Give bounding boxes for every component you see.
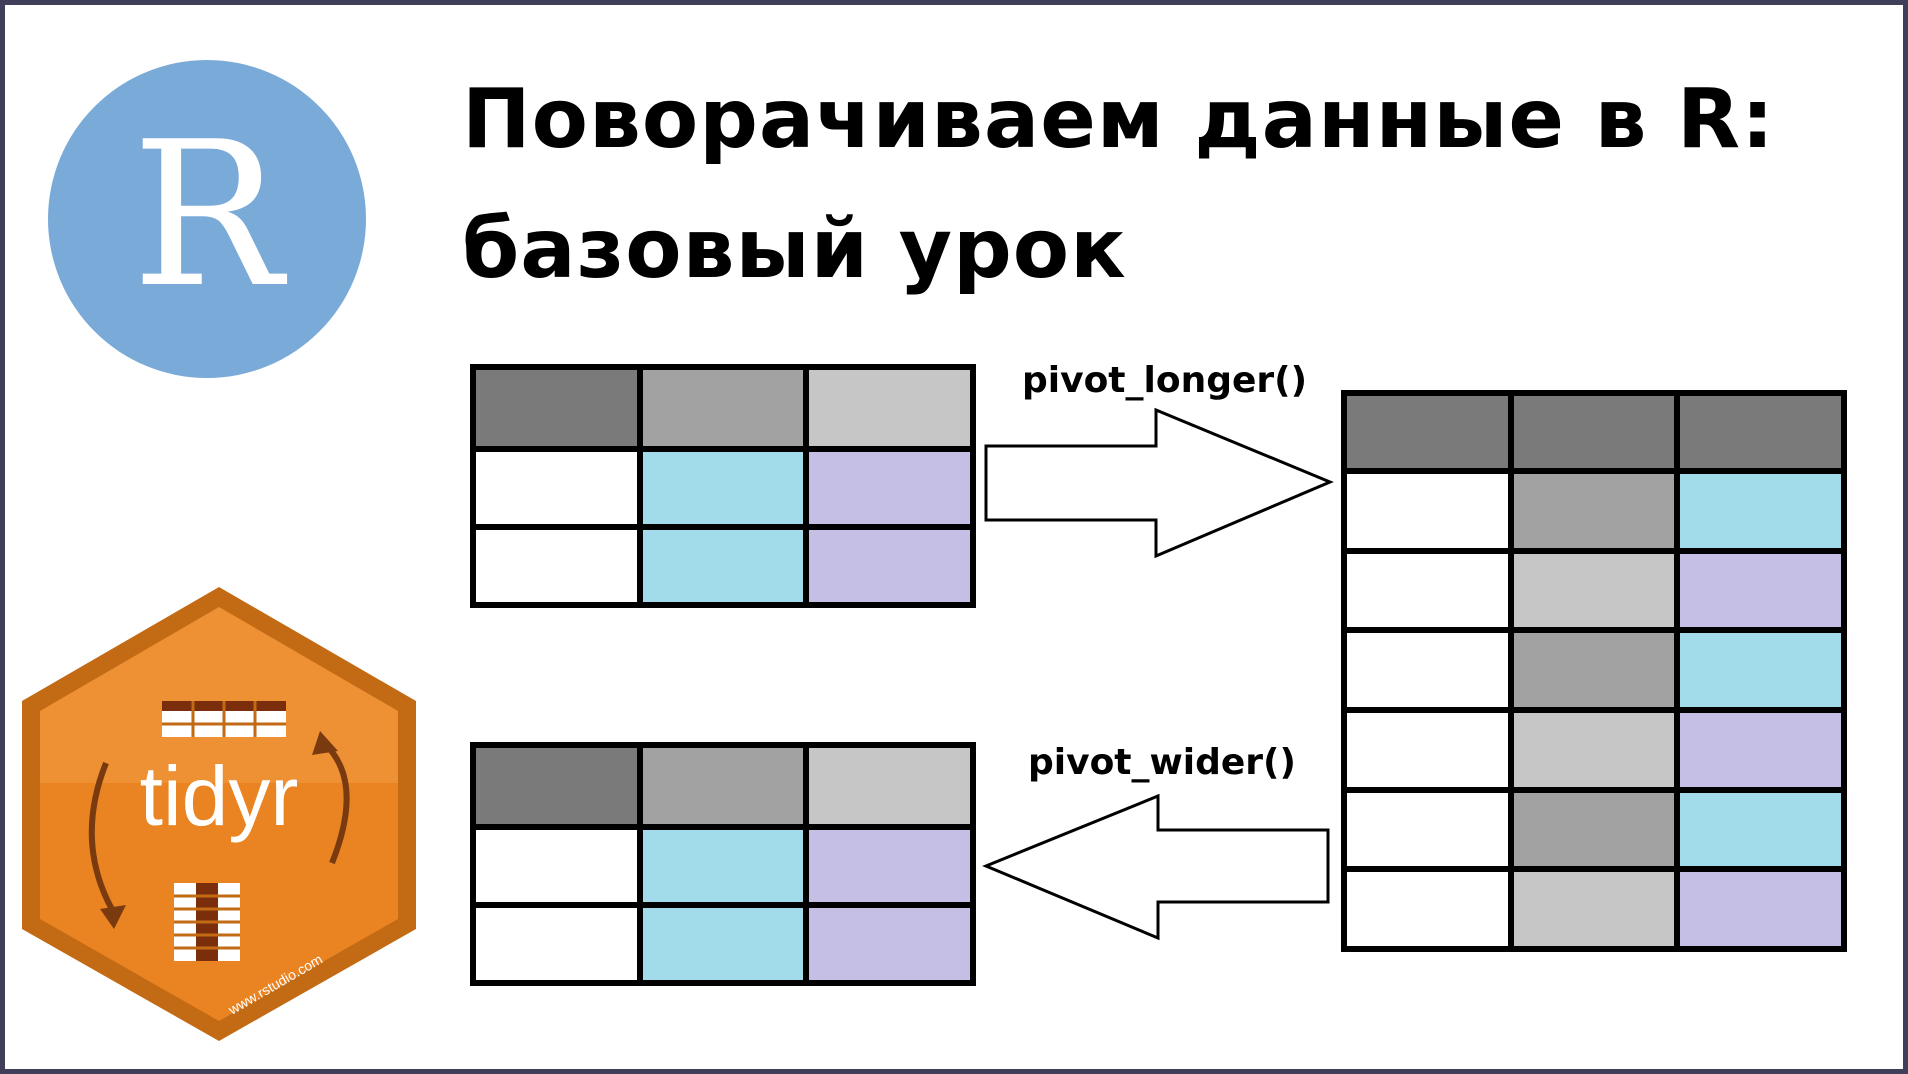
table-cell [1347,872,1508,946]
table-cell [809,530,970,602]
table-cell [1513,792,1675,867]
table-header-cell [1680,396,1841,468]
r-logo: R [48,60,366,378]
table-cell [1347,792,1508,867]
table-cell [476,452,637,524]
table-header-cell [809,370,970,446]
table-cell [1680,872,1841,946]
cycle-arrow-right-icon [323,742,350,865]
table-cell [1513,474,1675,548]
table-header-cell [476,748,637,824]
table-header-cell [1513,396,1675,468]
long-table [1341,390,1847,952]
table-cell [1347,553,1508,628]
table-cell [476,908,637,980]
table-cell [809,452,970,524]
table-cell [809,908,970,980]
table-cell [1680,792,1841,867]
table-cell [1513,712,1675,787]
table-cell [1680,633,1841,707]
cycle-arrow-left-icon [88,761,117,915]
table-cell [642,530,804,602]
table-header-cell [1347,396,1508,468]
table-cell [1347,474,1508,548]
table-cell [1347,712,1508,787]
r-logo-letter: R [131,99,283,332]
wide-table-top [470,364,976,608]
title-line-2: базовый урок [462,202,1127,297]
table-cell [476,830,637,902]
table-cell [1680,474,1841,548]
table-cell [1347,633,1508,707]
table-cell [809,830,970,902]
table-cell [1513,872,1675,946]
table-header-cell [476,370,637,446]
wide-table-bottom [470,742,976,986]
table-header-cell [642,748,804,824]
wide-table-icon [162,701,286,737]
title-line-1: Поворачиваем данные в R: [462,72,1775,167]
page-title: Поворачиваем данные в R: базовый урок [462,55,1775,315]
table-cell [476,530,637,602]
pivot-wider-label: pivot_wider() [1028,742,1296,783]
table-cell [642,908,804,980]
table-cell [642,830,804,902]
table-cell [1680,712,1841,787]
pivot-longer-label: pivot_longer() [1022,360,1308,401]
table-cell [642,452,804,524]
long-table-icon [174,883,240,961]
table-cell [1513,553,1675,628]
tidyr-logo: tidyr www.rstudio.com [22,587,416,1041]
tidyr-logo-name: tidyr [140,749,299,843]
table-cell [1680,553,1841,628]
table-header-cell [809,748,970,824]
table-header-cell [642,370,804,446]
table-cell [1513,633,1675,707]
tidyr-hex-highlight [40,607,398,783]
